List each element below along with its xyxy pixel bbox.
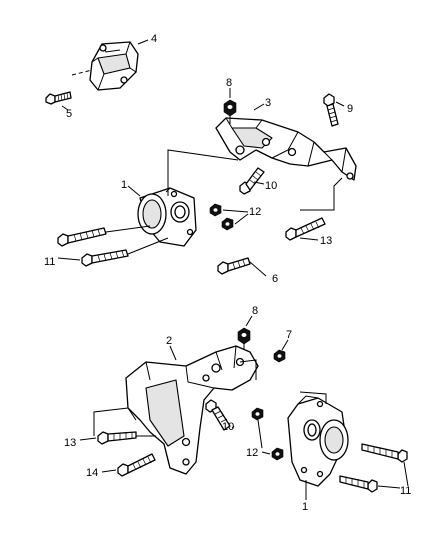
leader-10-bottom <box>231 425 235 429</box>
leader-part4-dashed <box>71 69 93 76</box>
callout-box-upper <box>167 149 239 196</box>
leader-1-top <box>127 185 141 197</box>
callout-bottom-12: 12 <box>246 447 258 459</box>
callout-top-5: 5 <box>66 108 72 120</box>
leader-12-top <box>222 209 249 225</box>
part-13-bolt-bottom <box>97 431 137 445</box>
callout-top-3: 3 <box>265 97 271 109</box>
callout-top-10: 10 <box>265 180 277 192</box>
part-12-nuts-bottom <box>251 407 284 461</box>
callout-lines-bottom <box>239 359 327 404</box>
part-10-bolt-bottom <box>205 399 231 431</box>
callout-bottom-11: 11 <box>400 485 411 497</box>
leader-10-top <box>253 181 265 185</box>
callout-bottom-10: 10 <box>222 421 234 433</box>
callout-top-9: 9 <box>347 103 353 115</box>
callout-top-1: 1 <box>121 179 127 191</box>
part-11-bolts-bottom <box>339 443 408 493</box>
callout-top-6: 6 <box>272 273 278 285</box>
leader-14 <box>101 469 117 473</box>
leader-7 <box>281 339 289 351</box>
part-5-bolt <box>45 91 72 105</box>
part-7-nut <box>273 349 286 363</box>
part-14-bolt <box>117 453 156 477</box>
callout-top-8: 8 <box>226 77 232 89</box>
callout-top-4: 4 <box>151 33 157 45</box>
part-10-bolt-top <box>239 167 265 195</box>
callout-bottom-1: 1 <box>302 501 308 513</box>
callout-box-bottom <box>93 407 156 437</box>
part-9-bolt <box>323 93 339 127</box>
part-1-mount-bottom <box>287 395 349 487</box>
part-12-nuts-top <box>209 203 234 231</box>
part-8-nut-bottom <box>237 327 251 350</box>
leader-13-bottom <box>79 437 97 441</box>
part-6-bolt <box>217 257 251 275</box>
part-1-mount-top <box>137 187 197 247</box>
part-3-upper-bracket <box>215 117 357 181</box>
leader-13-top <box>299 237 319 241</box>
callout-bottom-8: 8 <box>252 305 258 317</box>
leader-6 <box>249 261 267 277</box>
callout-box-right <box>300 177 343 211</box>
callout-bottom-14: 14 <box>86 467 98 479</box>
leader-3 <box>253 103 265 111</box>
leader-4 <box>137 39 149 45</box>
leader-8-bottom <box>245 315 253 327</box>
part-4-mount-block <box>89 41 139 91</box>
callout-top-12: 12 <box>249 206 261 218</box>
callout-bottom-7: 7 <box>286 329 292 341</box>
leader-9 <box>335 101 345 107</box>
leader-2 <box>169 345 177 361</box>
callout-bottom-2: 2 <box>166 335 172 347</box>
leader-11-top <box>57 257 81 261</box>
leader-5 <box>61 105 69 111</box>
part-8-nut-top <box>223 99 237 124</box>
leader-12-bottom <box>257 419 271 455</box>
callout-top-13: 13 <box>320 235 332 247</box>
part-11-bolts-top <box>57 227 129 267</box>
leader-11-bolts-top <box>105 225 169 255</box>
part-13-bolt-top <box>285 217 326 241</box>
callout-bottom-13: 13 <box>64 437 76 449</box>
leader-11-bottom <box>377 461 409 489</box>
callout-top-11: 11 <box>44 256 55 268</box>
part-2-lower-bracket <box>125 345 259 475</box>
